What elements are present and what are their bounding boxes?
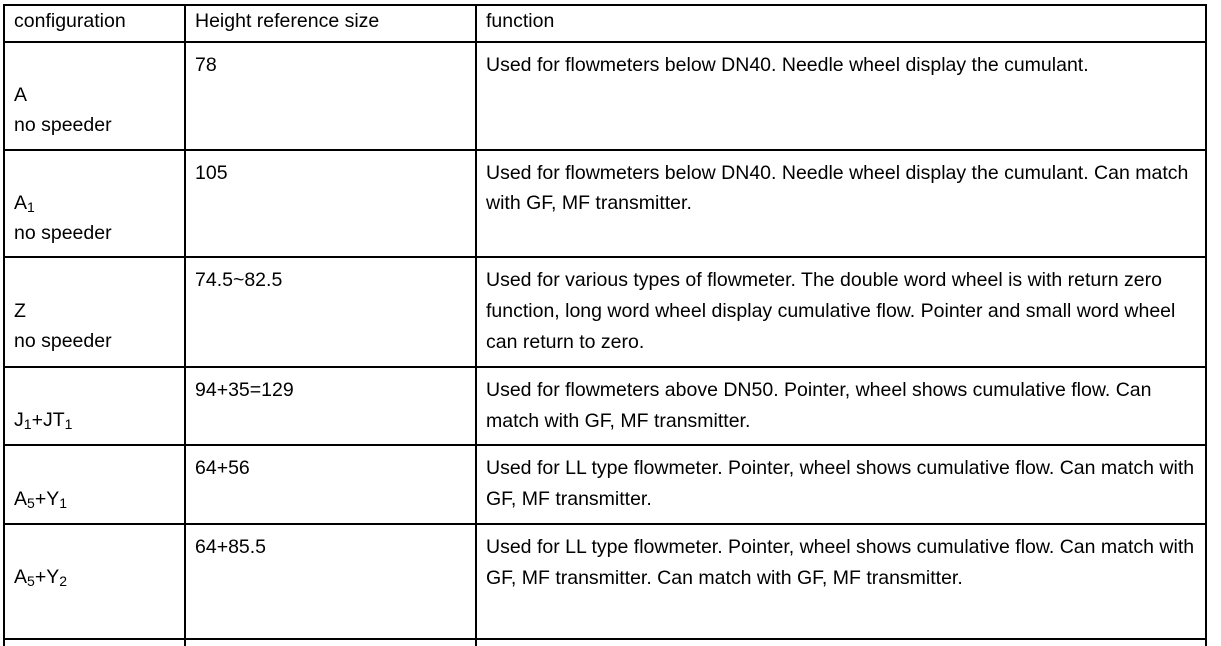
column-header-height-reference-size: Height reference size [184,4,477,43]
configuration-code-subscript-2: 2 [59,573,68,590]
cell-function: Used for flowmeters below DN40. Needle w… [475,41,1207,151]
configuration-code-subscript-2: 1 [64,416,73,432]
configuration-code-main: A [14,191,28,214]
configuration-note: no speeder [14,114,112,137]
configuration-code-subscript: 1 [23,416,32,432]
column-header-configuration: configuration [3,4,186,43]
configuration-code-main-2: +JT [31,408,65,431]
table-row: Z no speeder 74.5~82.5 Used for various … [3,256,1207,368]
configuration-code-subscript: 5 [27,494,35,511]
table-row: A5+Y1 64+56 Used for LL type flowmeter. … [3,444,1207,525]
configuration-code: A1 [14,158,175,218]
configuration-code-main: A [14,84,28,107]
cell-configuration: A no speeder [3,41,186,151]
configuration-code-subscript: 1 [27,198,35,215]
configuration-note: no speeder [14,329,112,352]
cell-function: Used for flowmeters above DN50. Pointer,… [475,365,1207,447]
cell-function: Used for LL type flowmeter. Pointer, whe… [475,444,1207,525]
cell-function: Used for flowmeters below DN40. Needle w… [475,148,1207,259]
configuration-code: A [14,50,175,110]
configuration-code-main: A [14,566,28,589]
cell-height-reference-size: 64+56 [184,444,477,525]
table-header-row: configuration Height reference size func… [3,4,1207,43]
table-header: configuration Height reference size func… [3,4,1207,43]
table-row-partial [3,637,1207,646]
column-header-function: function [475,4,1207,43]
configuration-code: A5+Y1 [14,453,175,513]
cell-height-reference-size: 94+35=129 [184,365,477,447]
configuration-code-main-2: +Y [34,487,60,510]
cell-configuration: A5+Y1 [3,444,186,525]
configuration-code-main: A [14,487,28,510]
cell-function: Used for LL type flowmeter. Pointer, whe… [475,522,1207,640]
table-row: A1 no speeder 105 Used for flowmeters be… [3,148,1207,259]
cell-configuration: A1 no speeder [3,148,186,259]
configuration-code: A5+Y2 [14,532,175,592]
cell-height-reference-size: 64+85.5 [184,522,477,640]
table-row: A no speeder 78 Used for flowmeters belo… [3,41,1207,151]
configuration-code-subscript-2: 1 [59,494,68,511]
configuration-code-main: J [14,408,24,431]
cell-height-reference-size: 74.5~82.5 [184,256,477,368]
cell-configuration: A5+Y2 [3,522,186,640]
configuration-code-subscript: 5 [27,573,35,590]
cell-height-reference-size-partial [184,637,477,646]
configuration-code: J1+JT1 [14,375,175,435]
cell-height-reference-size: 78 [184,41,477,151]
document-page: configuration Height reference size func… [3,4,1207,646]
configuration-code-main: Z [14,299,26,322]
table-row: J1+JT1 94+35=129 Used for flowmeters abo… [3,365,1207,447]
configuration-code-main-2: +Y [34,566,60,589]
cell-configuration: J1+JT1 [3,365,186,447]
cell-height-reference-size: 105 [184,148,477,259]
cell-configuration: Z no speeder [3,256,186,368]
table-body: A no speeder 78 Used for flowmeters belo… [3,41,1207,646]
cell-function-partial [475,637,1207,646]
table-row: A5+Y2 64+85.5 Used for LL type flowmeter… [3,522,1207,640]
configuration-code: Z [14,265,175,325]
configuration-height-function-table: configuration Height reference size func… [3,4,1207,646]
cell-configuration-partial [3,637,186,646]
cell-function: Used for various types of flowmeter. The… [475,256,1207,368]
configuration-note: no speeder [14,222,112,245]
